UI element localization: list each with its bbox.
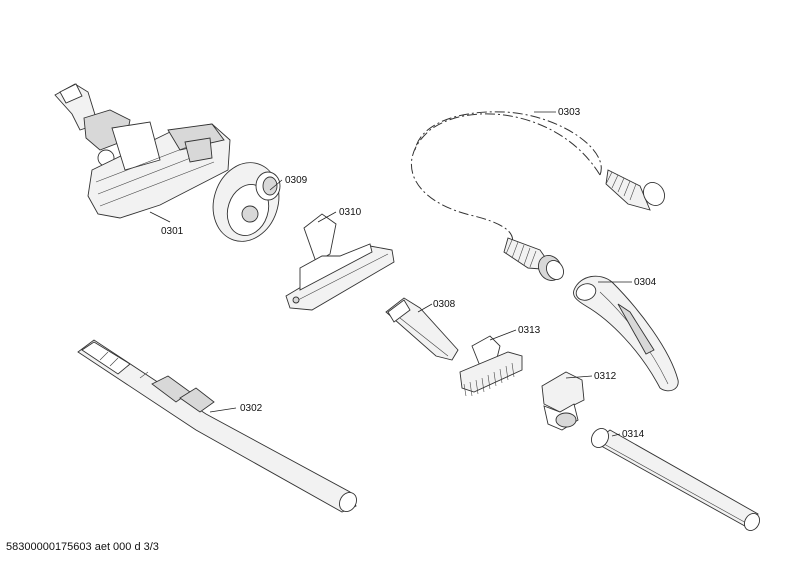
label-0302: 0302	[240, 403, 263, 414]
label-0309: 0309	[285, 175, 308, 186]
upholstery-nozzle-part[interactable]	[285, 213, 395, 311]
part-labels: 0301 0302 0303 0304 0308 0309 0310 0312 …	[161, 107, 657, 440]
accessory-clip-part[interactable]	[541, 371, 585, 431]
label-0312: 0312	[594, 371, 617, 382]
document-id-footer: 58300000175603 aet 000 d 3/3	[6, 541, 159, 553]
nozzle-adapter-part[interactable]	[203, 154, 289, 250]
label-0301: 0301	[161, 226, 184, 237]
leader-lines	[149, 111, 632, 437]
telescopic-tube-part[interactable]	[77, 339, 360, 515]
label-0313: 0313	[518, 325, 541, 336]
label-0304: 0304	[634, 277, 657, 288]
label-0314: 0314	[622, 429, 645, 440]
floor-nozzle-part[interactable]	[54, 83, 231, 219]
suction-hose-part[interactable]	[411, 111, 668, 285]
label-0308: 0308	[433, 299, 456, 310]
extension-tube-part[interactable]	[588, 425, 762, 533]
label-0303: 0303	[558, 107, 581, 118]
label-0310: 0310	[339, 207, 362, 218]
crevice-nozzle-part[interactable]	[385, 297, 459, 361]
hose-handle-part[interactable]	[573, 275, 679, 392]
dusting-brush-part[interactable]	[459, 335, 523, 397]
